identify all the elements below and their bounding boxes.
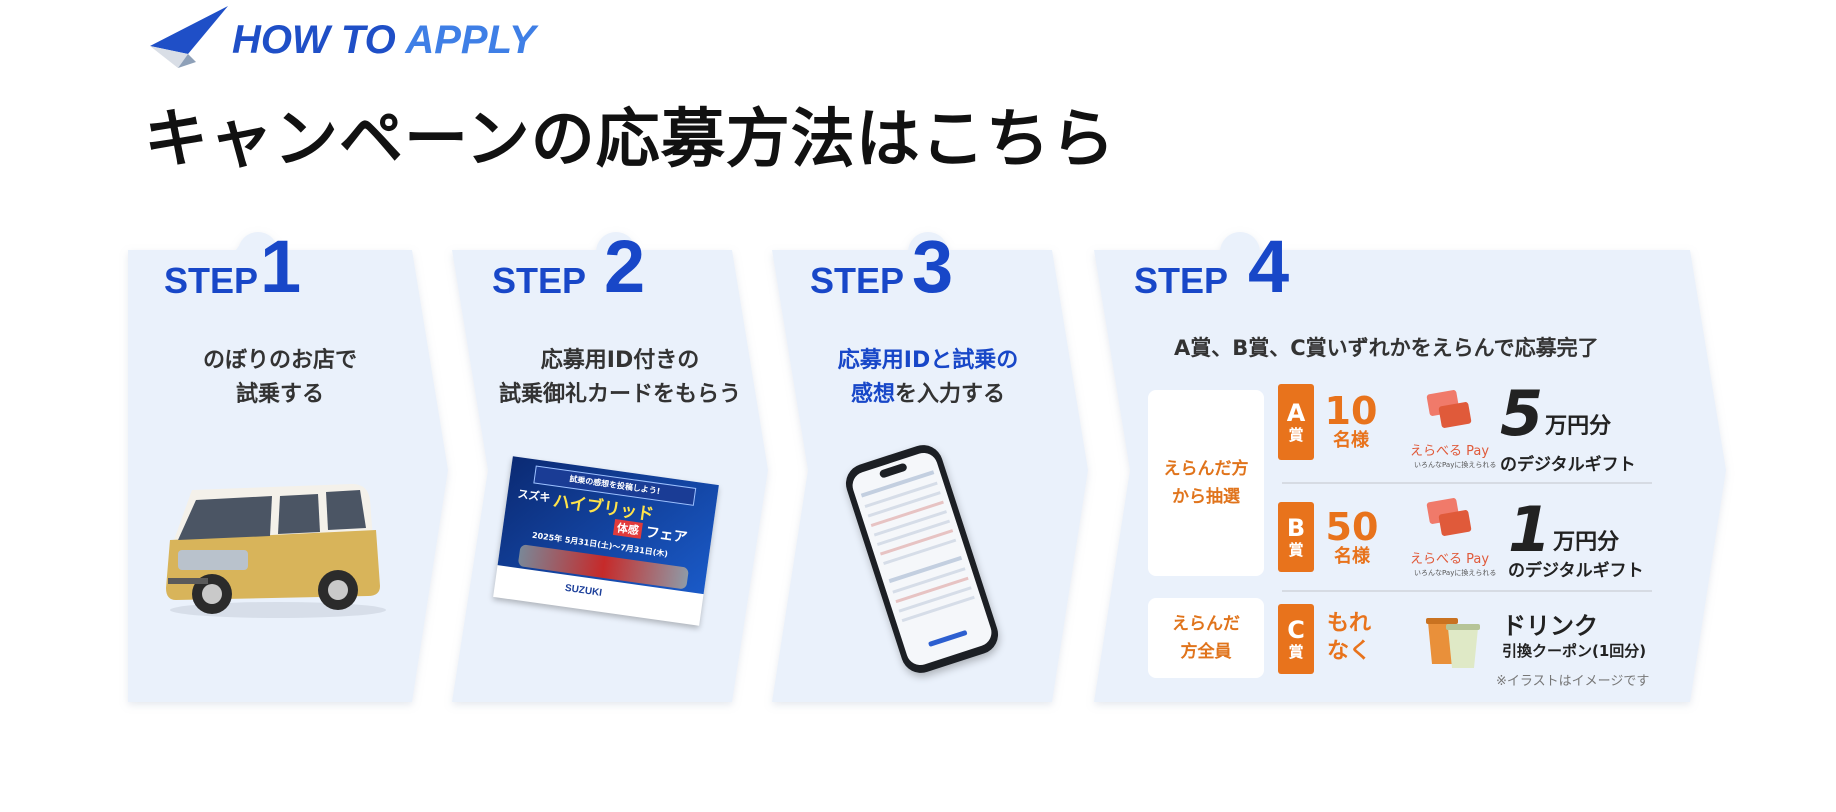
- card-suzuki-logo: SUZUKI: [564, 582, 603, 599]
- prize-c-count: もれなく: [1326, 611, 1371, 664]
- prize-c-amount: ドリンク: [1502, 612, 1598, 640]
- paper-plane-icon: [150, 6, 228, 68]
- erabel-pay-logo: えらべる Pay: [1410, 552, 1490, 567]
- prize-divider: [1282, 590, 1652, 592]
- car-illustration: [166, 484, 386, 618]
- gift-card-icon: [1426, 390, 1472, 428]
- erabel-pay-subtext: いろんなPayに換えられる: [1414, 569, 1497, 577]
- step-1-text: のぼりのお店で 試乗する: [202, 348, 357, 407]
- erabel-pay-subtext: いろんなPayに換えられる: [1414, 461, 1497, 469]
- prize-b-desc: のデジタルギフト: [1508, 561, 1644, 581]
- erabel-pay-logo: えらべる Pay: [1410, 444, 1490, 459]
- step-2-text: 応募用ID付きの 試乗御礼カードをもらう: [498, 348, 741, 407]
- page-title: キャンペーンの応募方法はこちら: [144, 103, 1116, 177]
- drink-cup-icon: [1426, 618, 1480, 668]
- lottery-label-box: えらんだ方から抽選: [1148, 390, 1264, 576]
- prize-headline: A賞、B賞、C賞いずれかをえらんで応募完了: [1174, 336, 1599, 360]
- how-to-apply-eyebrow: HOW TO APPLY: [232, 18, 536, 62]
- all-winners-label-box: えらんだ方全員: [1148, 598, 1264, 678]
- step-3-text: 応募用IDと試乗の 感想を入力する: [837, 348, 1019, 407]
- illustration-note: ※イラストはイメージです: [1496, 674, 1650, 689]
- prize-c-desc: 引換クーポン(1回分): [1502, 642, 1647, 660]
- prize-divider: [1282, 482, 1652, 484]
- thank-you-card: 試乗の感想を投稿しよう! スズキ ハイブリッド 体感 フェア 2025年 5月3…: [493, 456, 719, 626]
- prize-a-desc: のデジタルギフト: [1500, 455, 1636, 475]
- gift-card-icon: [1426, 498, 1472, 536]
